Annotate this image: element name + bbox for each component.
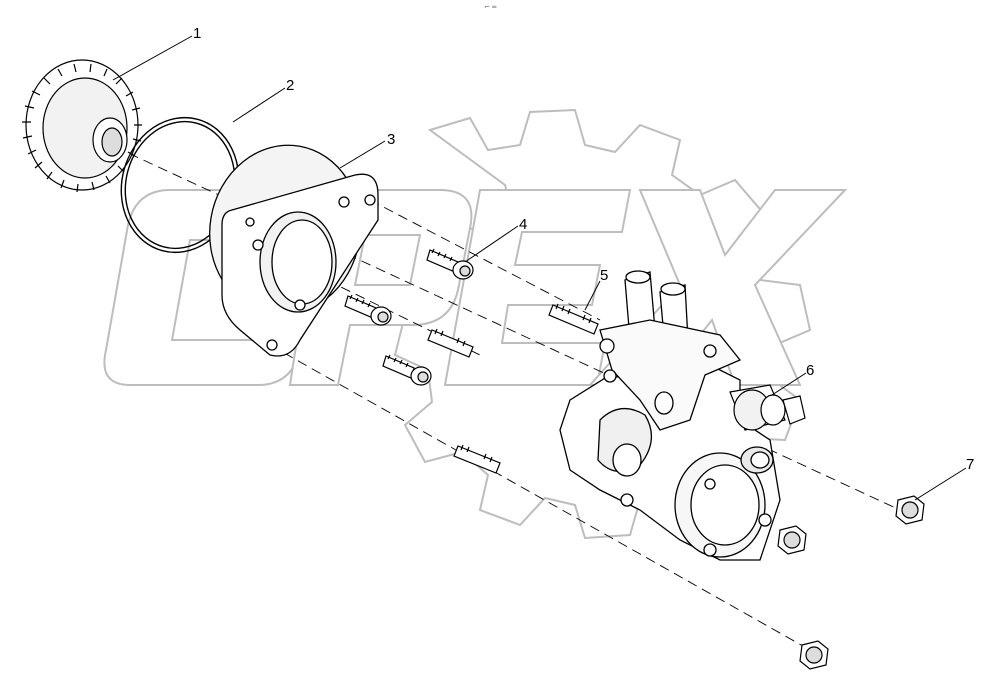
flange-bolt-c — [382, 354, 432, 386]
callout-6: 6 — [806, 362, 814, 379]
callout-5: 5 — [600, 267, 608, 284]
axis-line-bolt-upper — [369, 199, 601, 321]
stud-a — [548, 303, 599, 335]
leader-3 — [339, 140, 386, 169]
header-mark: ⌐ ═ — [484, 3, 497, 11]
flange-nut-b — [777, 525, 807, 555]
flange-nut-a — [895, 495, 925, 525]
studs — [427, 303, 599, 474]
fuel-pump — [559, 270, 781, 561]
flange-bolts — [344, 248, 474, 386]
flange-nuts — [777, 495, 925, 670]
axis-line-lower — [269, 344, 811, 651]
leader-2 — [232, 87, 286, 123]
pressure-sensor — [729, 384, 806, 431]
callout-7: 7 — [966, 456, 974, 473]
flange-adapter — [209, 144, 379, 357]
callout-3: 3 — [387, 131, 395, 148]
callout-4: 4 — [519, 216, 527, 233]
stud-b — [427, 328, 474, 358]
callout-numbers: 1 2 3 4 5 6 7 — [193, 25, 974, 473]
leader-1 — [112, 35, 193, 81]
leader-4 — [464, 225, 519, 263]
leader-6 — [771, 372, 807, 396]
flange-bolt-b — [344, 294, 392, 326]
stud-c — [453, 444, 501, 474]
leader-lines — [112, 35, 967, 501]
drive-gear — [22, 59, 142, 193]
leader-7 — [914, 467, 967, 501]
flange-nut-c — [799, 640, 829, 670]
callout-2: 2 — [286, 77, 294, 94]
callout-1: 1 — [193, 25, 201, 42]
leader-5 — [584, 280, 601, 311]
flange-bolt-a — [426, 248, 474, 280]
